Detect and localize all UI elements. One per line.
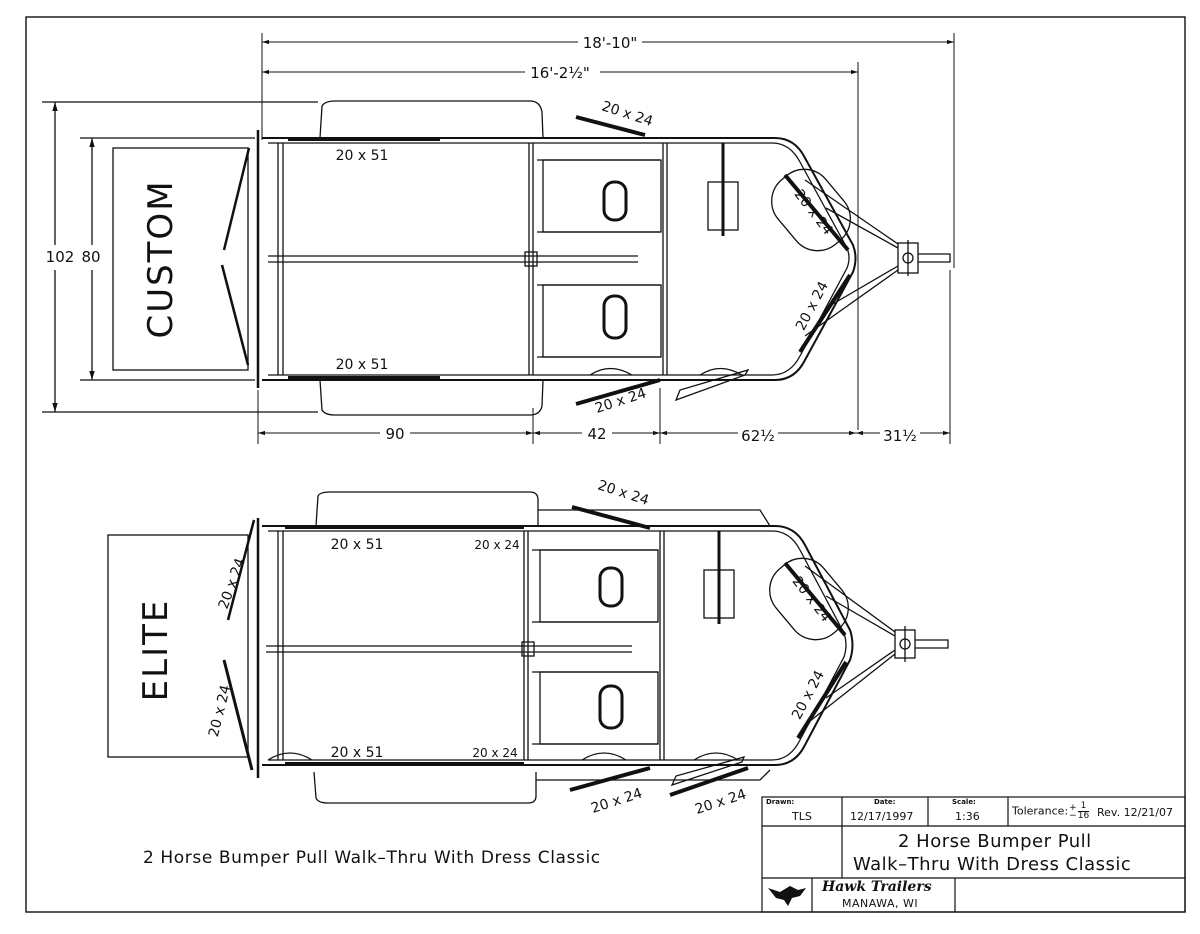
elite-rear-window-upper: 20 x 24 — [216, 556, 249, 611]
elite-window-bottom-left: 20 x 24 — [589, 785, 644, 817]
title-line-2: Walk–Thru With Dress Classic — [853, 854, 1132, 875]
elite-rear-window-lower: 20 x 24 — [206, 683, 234, 738]
drawn-label: Drawn: — [766, 798, 795, 806]
custom-model-label: CUSTOM — [141, 179, 181, 338]
custom-dim-90: 90 — [385, 425, 404, 443]
tolerance-label: Tolerance: — [1012, 804, 1069, 818]
tolerance-sign: +− — [1069, 802, 1077, 821]
custom-dim-31: 31½ — [883, 427, 917, 445]
elite-window-top: 20 x 24 — [596, 477, 651, 509]
title-block-frame — [761, 796, 1186, 913]
revision: Rev. 12/21/07 — [1097, 806, 1173, 819]
company-city: MANAWA, WI — [842, 897, 919, 910]
custom-nose-window-upper: 20 x 24 — [791, 187, 836, 239]
custom-trailer-plan — [42, 100, 951, 416]
tolerance-denominator: 16 — [1077, 811, 1090, 821]
company-name: Hawk Trailers — [822, 879, 932, 895]
elite-trailer-plan — [107, 491, 949, 804]
date-label: Date: — [874, 798, 896, 806]
body-length-label: 16'-2½" — [530, 64, 590, 82]
overall-length-dimension — [261, 33, 955, 268]
tolerance-numerator: 1 — [1077, 802, 1090, 812]
scale-value: 1:36 — [955, 810, 980, 823]
custom-side-top: 20 x 51 — [336, 148, 389, 164]
tolerance-plus: + — [1069, 802, 1077, 813]
drawn-value: TLS — [792, 810, 812, 823]
elite-side-bottom: 20 x 51 — [331, 745, 384, 761]
custom-side-bottom: 20 x 51 — [336, 357, 389, 373]
scale-label: Scale: — [952, 798, 976, 806]
date-value: 12/17/1997 — [850, 810, 914, 823]
body-length-dimension — [262, 62, 859, 430]
hawk-logo — [768, 886, 806, 906]
title-line-1: 2 Horse Bumper Pull — [898, 831, 1092, 852]
custom-inner-width: 80 — [81, 248, 100, 266]
elite-side-top: 20 x 51 — [331, 537, 384, 553]
tolerance-minus: − — [1069, 810, 1077, 821]
custom-bottom-dimensions — [257, 270, 951, 444]
elite-model-label: ELITE — [136, 599, 176, 702]
custom-overall-width: 102 — [46, 248, 75, 266]
elite-side-bottom-small: 20 x 24 — [472, 746, 517, 760]
custom-dim-42: 42 — [587, 425, 606, 443]
elite-side-top-small: 20 x 24 — [474, 538, 519, 552]
custom-dim-62: 62½ — [741, 427, 775, 445]
drawing-caption: 2 Horse Bumper Pull Walk–Thru With Dress… — [143, 848, 601, 868]
overall-length-label: 18'-10" — [583, 34, 638, 52]
sheet-border — [25, 16, 1186, 913]
elite-window-bottom-right: 20 x 24 — [693, 786, 748, 818]
